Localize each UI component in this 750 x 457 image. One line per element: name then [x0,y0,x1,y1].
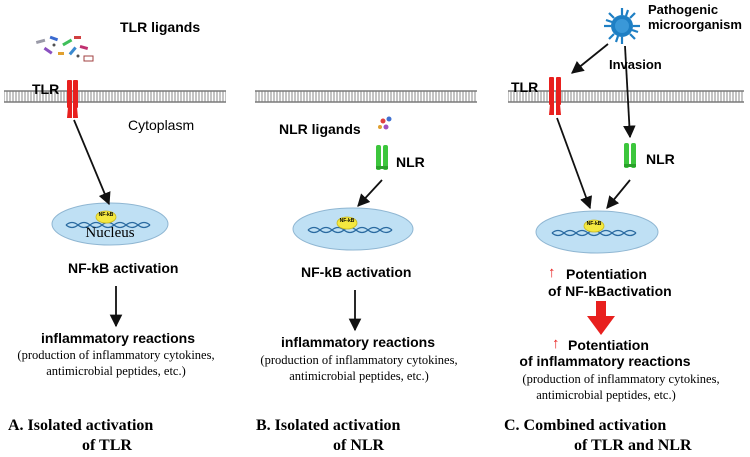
nlr-receptor-b-icon [376,145,388,170]
nlr-label-b: NLR [396,154,425,170]
nlr-ligands-label: NLR ligands [279,121,361,137]
reaction-line2-c: antimicrobial peptides, etc.) [536,388,676,402]
nfkb-activation-a: NF-kB activation [68,260,179,276]
tlr-receptor-c-icon [549,77,561,115]
pathogen-label-line2: microorganism [648,17,742,32]
nucleus-c [535,210,659,254]
potentiation-reaction-line2: of inflammatory reactions [519,353,691,369]
caption-c-line2: of TLR and NLR [574,437,692,454]
invasion-label: Invasion [609,57,662,72]
caption-b-line1: B. Isolated activation [256,417,401,434]
arrow-nlr-to-nucleus-b [357,179,383,207]
tlr-ligands-icon [35,35,94,62]
tlr-label-a: TLR [32,81,60,97]
reaction-line2-a: antimicrobial peptides, etc.) [46,364,186,378]
reaction-line2-b: antimicrobial peptides, etc.) [289,369,429,383]
caption-a-line2: of TLR [82,437,132,454]
reaction-line1-b: (production of inflammatory cytokines, [260,353,458,367]
membrane-a [4,90,226,103]
arrow-pathogen-to-tlr-c [571,43,609,74]
membrane-c [508,90,744,103]
reaction-title-b: inflammatory reactions [280,334,436,350]
nucleus-label: Nucleus [85,225,135,241]
tlr-label-c: TLR [511,79,539,95]
caption-b-line2: of NLR [333,437,385,454]
nfkb-tag-c: NF-kB [586,221,602,227]
up-arrow-2-icon: ↑ [552,335,560,352]
potentiation-reaction-line1: Potentiation [568,337,649,353]
pathogen-icon [604,8,640,44]
reaction-line1-a: (production of inflammatory cytokines, [17,348,215,362]
arrow-nlr-to-nucleus-c [606,179,631,209]
potentiation-nfkb-line2: of NF-kBactivation [548,283,672,299]
nlr-receptor-c-icon [624,143,636,168]
arrow-pathogen-to-nlr-c [623,45,636,139]
red-potentiation-arrow [587,301,615,335]
reaction-line1-c: (production of inflammatory cytokines, [522,372,720,386]
up-arrow-1-icon: ↑ [548,264,556,281]
nlr-ligands-icon [378,116,392,130]
potentiation-nfkb-line1: Potentiation [566,266,647,282]
nfkb-tag-b: NF-kB [339,218,355,224]
pathogen-label-line1: Pathogenic [648,2,719,17]
nlr-label-c: NLR [646,151,675,167]
caption-c-line1: C. Combined activation [504,417,667,434]
nucleus-a [51,202,169,246]
arrow-tlr-to-nucleus-a [73,119,111,206]
caption-a-line1: A. Isolated activation [8,417,154,434]
cytoplasm-label: Cytoplasm [128,117,195,133]
nfkb-activation-b: NF-kB activation [301,264,412,280]
nucleus-b [292,207,414,251]
membrane-b [255,90,477,103]
reaction-title-a: inflammatory reactions [40,330,196,346]
tlr-ligands-label: TLR ligands [120,19,201,35]
tlr-receptor-a-icon [67,80,78,118]
nfkb-tag-a: NF-kB [98,212,114,218]
arrow-tlr-to-nucleus-c [556,117,593,210]
